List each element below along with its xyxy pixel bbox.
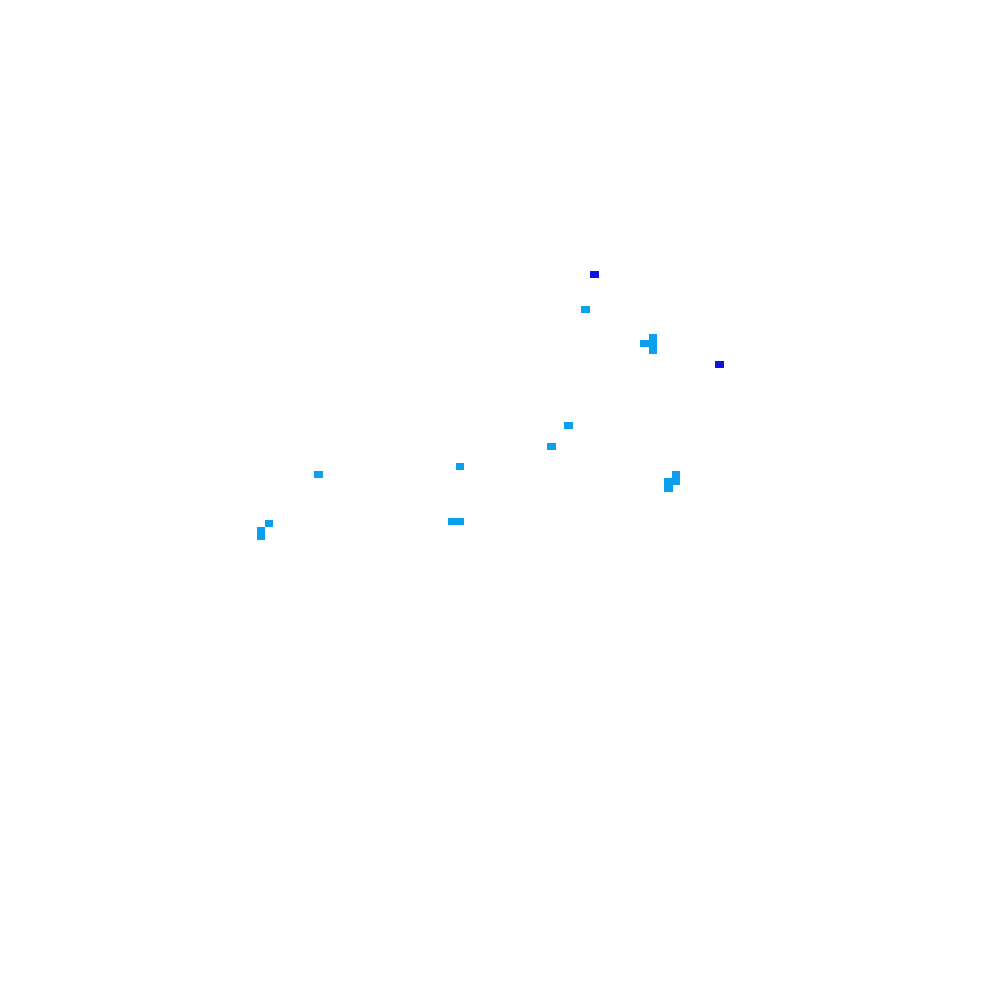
dark-marker — [715, 361, 724, 368]
light-marker — [547, 443, 556, 450]
dark-marker — [590, 271, 599, 278]
light-marker — [448, 518, 464, 525]
light-marker — [664, 478, 673, 492]
light-marker — [265, 520, 273, 527]
light-marker — [314, 471, 323, 478]
light-marker — [640, 340, 650, 347]
light-marker — [456, 463, 464, 470]
light-marker — [581, 306, 590, 313]
light-marker — [564, 422, 573, 429]
light-marker — [672, 471, 680, 485]
light-marker — [257, 527, 265, 540]
light-marker — [649, 334, 657, 354]
